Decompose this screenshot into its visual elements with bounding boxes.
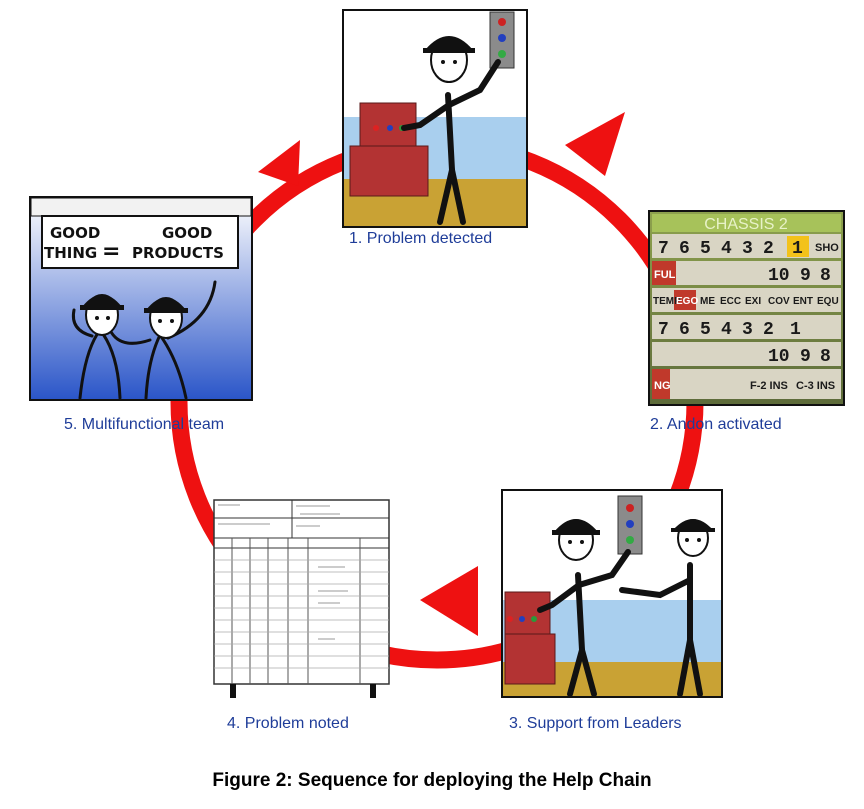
- sign-right-line1: GOOD: [162, 224, 212, 242]
- step-2-label: 2. Andon activated: [650, 416, 782, 433]
- andon-r3-c7: ENT: [793, 296, 813, 307]
- andon-r1-c2: 6: [679, 239, 690, 259]
- andon-r1-c4: 4: [721, 239, 732, 259]
- andon-r3-c4: ECC: [720, 296, 741, 307]
- andon-r1-c1: 7: [658, 239, 669, 259]
- andon-r2-c1: 10: [768, 266, 790, 286]
- arrow-to-detected-icon: [258, 140, 300, 186]
- step-5-image: GOOD THING = GOOD PRODUCTS: [29, 196, 253, 401]
- andon-r4-c1: 7: [658, 320, 669, 340]
- andon-r3-c8: EQU: [817, 296, 839, 307]
- andon-r1-c7: 1: [792, 239, 803, 259]
- step-3-label: 3. Support from Leaders: [509, 715, 682, 732]
- andon-r2-label: FUL: [654, 269, 676, 281]
- andon-r2-c2: 9: [800, 266, 811, 286]
- sign-equals: =: [102, 239, 120, 264]
- andon-r1-c5: 3: [742, 239, 753, 259]
- andon-r5-c2: 9: [800, 347, 811, 367]
- sign-right-line2: PRODUCTS: [132, 244, 224, 262]
- andon-r6-c1: F-2 INS: [750, 380, 788, 392]
- andon-r3-c1: TEMP: [653, 296, 681, 307]
- andon-r4-c7: 1: [790, 320, 801, 340]
- andon-r5-c1: 10: [768, 347, 790, 367]
- andon-title: CHASSIS 2: [704, 216, 788, 233]
- andon-r3-c2: EGO: [676, 296, 698, 307]
- andon-r6-c2: C-3 INS: [796, 380, 835, 392]
- andon-r4-c2: 6: [679, 320, 690, 340]
- andon-r1-c6: 2: [763, 239, 774, 259]
- step-2-image: CHASSIS 2 7 6 5 4 3 2 1 SHO FUL 10 9 8 T…: [648, 210, 845, 406]
- arrow-to-noted-icon: [420, 566, 478, 636]
- step-3-image: [501, 489, 723, 698]
- andon-r3-c5: EXI: [745, 296, 761, 307]
- andon-r1-c3: 5: [700, 239, 711, 259]
- andon-r4-c6: 2: [763, 320, 774, 340]
- andon-r6-label: NG: [654, 380, 671, 392]
- andon-r5-c3: 8: [820, 347, 831, 367]
- arrow-to-andon-icon: [565, 112, 625, 176]
- figure-caption: Figure 2: Sequence for deploying the Hel…: [212, 770, 652, 791]
- sign-left-line1: GOOD: [50, 224, 100, 242]
- andon-r4-c4: 4: [721, 320, 732, 340]
- andon-r4-c5: 3: [742, 320, 753, 340]
- sign-left-line2: THING: [44, 244, 97, 262]
- andon-r2-c3: 8: [820, 266, 831, 286]
- step-4-image: [213, 499, 390, 698]
- andon-r3-c3: ME: [700, 296, 715, 307]
- step-1-label: 1. Problem detected: [349, 230, 493, 247]
- andon-r1-c8: SHO: [815, 242, 839, 254]
- andon-r4-c3: 5: [700, 320, 711, 340]
- andon-r3-c6: COV: [768, 296, 790, 307]
- step-1-image: [342, 9, 528, 228]
- step-5-label: 5. Multifunctional team: [64, 416, 225, 433]
- step-4-label: 4. Problem noted: [227, 715, 349, 732]
